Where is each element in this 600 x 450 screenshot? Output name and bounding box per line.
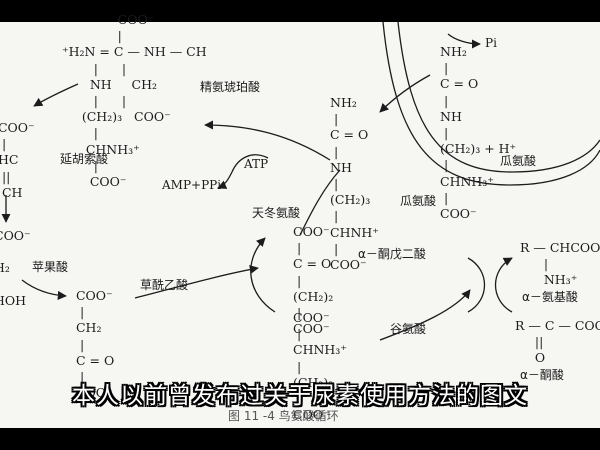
ketoglutarate-formula: COO⁻ | C = O | (CH₂)₂ | COO⁻ bbox=[293, 224, 334, 337]
mitochondrial-citrulline-formula: NH₂ | C = O | NH | (CH₂)₃ + H⁺ | CHNH₃⁺ … bbox=[440, 44, 517, 222]
citrulline-to-argininosuccinate-arrow bbox=[204, 120, 331, 161]
ketoglutarate-cycle-arrow bbox=[379, 289, 471, 341]
malate-to-oxaloacetate-arrow bbox=[21, 279, 67, 301]
mitochondrion-membrane-inner bbox=[397, 21, 600, 173]
atp-label: ATP bbox=[244, 157, 269, 171]
pi-arrow bbox=[447, 33, 481, 49]
amino-acid-label: α－氨基酸 bbox=[522, 290, 578, 304]
mitochondrial-citrulline-label: 瓜氨酸 bbox=[500, 154, 537, 168]
keto-acid-label: α－酮酸 bbox=[520, 368, 564, 382]
fumarate-formula: COO⁻ | HC || CH bbox=[0, 120, 35, 200]
citrulline-label: 瓜氨酸 bbox=[400, 194, 437, 208]
aminotransfer-arc-upper bbox=[467, 257, 485, 313]
fumarate-label: 延胡索酸 bbox=[60, 152, 109, 166]
argininosuccinate-label: 精氨琥珀酸 bbox=[200, 80, 261, 94]
pi-label: Pi bbox=[485, 36, 497, 50]
malate-label: 苹果酸 bbox=[32, 260, 69, 274]
oxaloacetate-to-aspartate-arrow bbox=[134, 265, 259, 299]
glutamate-label: 谷氨酸 bbox=[390, 322, 427, 336]
aspartate-formation-arrow bbox=[250, 237, 276, 313]
atp-arc bbox=[217, 154, 269, 189]
ketoglutarate-label: α－酮戊二酸 bbox=[358, 247, 426, 261]
diagram-page bbox=[0, 22, 600, 428]
citrulline-export-arrow bbox=[379, 74, 431, 113]
amp-ppi-label: AMP+PPi bbox=[162, 178, 222, 192]
mitochondrion-membrane-outer bbox=[382, 21, 600, 186]
keto-acid-formula: R — C — COO || O bbox=[515, 318, 600, 366]
aspartate-to-argininosuccinate-arrow bbox=[299, 169, 341, 236]
glutamate-formula: COO⁻ | CHNH₃⁺ | (CH₂)₂ | COO⁻ bbox=[293, 310, 347, 423]
argininosuccinate-to-fumarate-arrow bbox=[33, 83, 79, 107]
aminotransfer-arc-lower bbox=[495, 257, 513, 313]
oxaloacetate-formula: COO⁻ | CH₂ | C = O | COO⁻ bbox=[75, 288, 115, 401]
citrulline-formula: NH₂ | C = O | NH | (CH₂)₃ | CHNH⁺ | COO⁻ bbox=[330, 95, 379, 273]
oxaloacetate-label: 草酰乙酸 bbox=[140, 278, 189, 292]
figure-caption: 图 11 -4 鸟氨酸循环 bbox=[228, 409, 339, 423]
argininosuccinate-formula: COO⁻ | ⁺H₂N = C — NH — CH | | NH CH₂ | |… bbox=[62, 12, 207, 190]
malate-formula: COO⁻ H₂ HOH bbox=[0, 228, 31, 308]
aspartate-label: 天冬氨酸 bbox=[252, 206, 301, 220]
video-subtitle: 本人以前曾发布过关于尿素使用方法的图文 bbox=[72, 383, 528, 409]
amino-acid-formula: R — CHCOO | NH₃⁺ bbox=[520, 240, 600, 288]
